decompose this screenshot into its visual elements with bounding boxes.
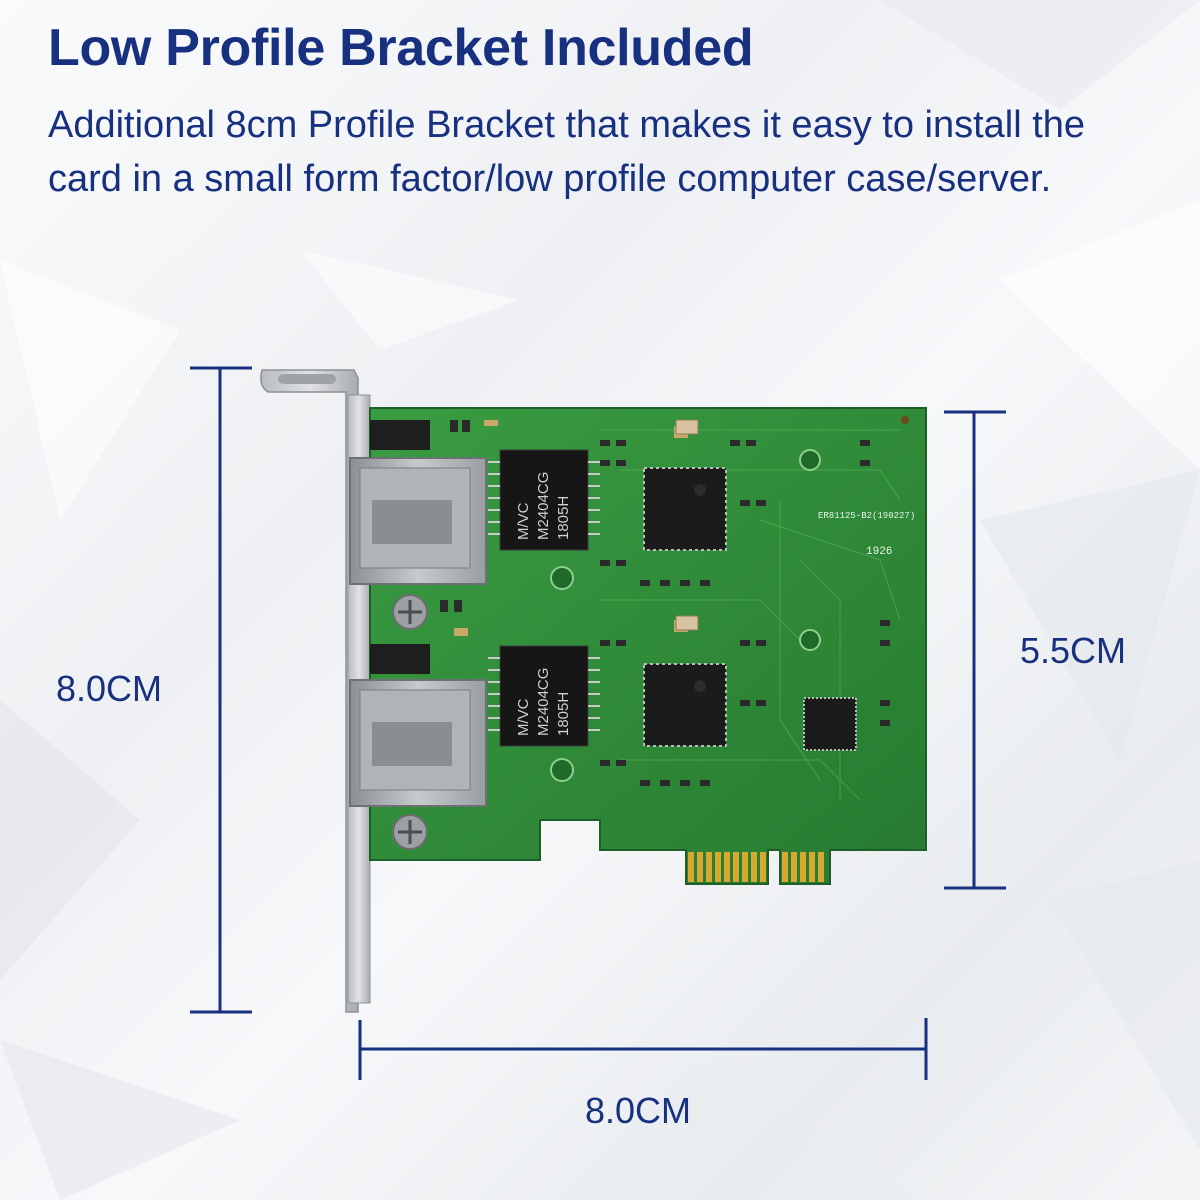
magnetics-bottom-line2: M2404CG <box>535 668 552 736</box>
board-id-silkscreen: ER81125-B2(190227) <box>818 511 915 521</box>
bracket-height-label: 8.0CM <box>56 668 163 709</box>
width-dimension <box>358 1018 928 1080</box>
screw-top <box>392 594 428 630</box>
led-block-top <box>370 420 430 450</box>
description-text: Additional 8cm Profile Bracket that make… <box>48 104 1086 200</box>
pcie-gold-fingers <box>688 852 824 882</box>
smd-components <box>440 420 890 786</box>
page-title: Low Profile Bracket Included <box>48 19 754 77</box>
screw-bottom <box>392 814 428 850</box>
ethernet-controller-top <box>643 467 727 551</box>
width-label: 8.0CM <box>585 1090 692 1131</box>
crystal-top <box>675 419 699 435</box>
card-height-label: 5.5CM <box>1020 630 1127 671</box>
magnetics-top-line3: 1805H <box>555 496 572 540</box>
pcie-bridge-chip <box>803 697 857 751</box>
network-card-image: M/VC M2404CG 1805H M/VC M2404CG 1805H <box>260 369 927 1013</box>
rj45-port-top <box>349 457 487 585</box>
rj45-port-bottom <box>349 679 487 807</box>
magnetics-bottom-line3: 1805H <box>555 692 572 736</box>
magnetics-bottom-line1: M/VC <box>515 698 532 736</box>
led-block-bottom <box>370 644 430 674</box>
magnetics-top-line2: M2404CG <box>535 472 552 540</box>
magnetics-top-line1: M/VC <box>515 502 532 540</box>
magnetics-chip-bottom: M/VC M2404CG 1805H <box>488 645 600 747</box>
ethernet-controller-bottom <box>643 663 727 747</box>
magnetics-chip-top: M/VC M2404CG 1805H <box>488 449 600 551</box>
card-height-dimension <box>944 410 1006 890</box>
crystal-bottom <box>675 615 699 631</box>
bracket-height-dimension <box>190 366 252 1014</box>
date-code-silkscreen: 1926 <box>866 546 892 558</box>
